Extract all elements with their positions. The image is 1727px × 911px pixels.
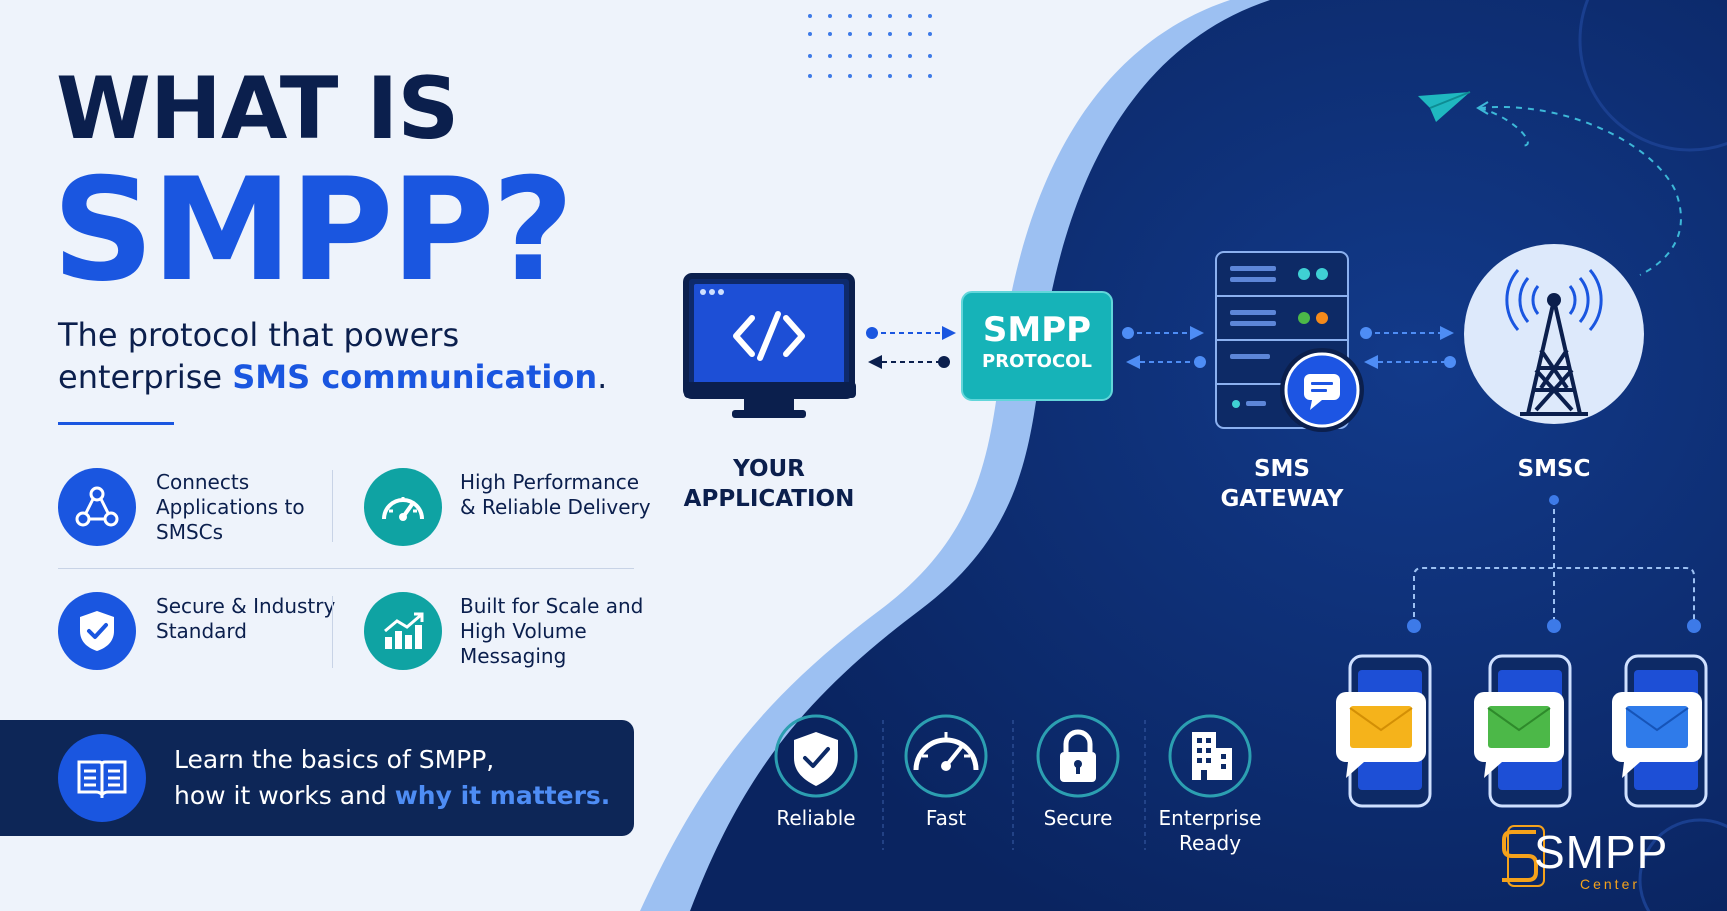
envelope-icon [1487, 706, 1551, 748]
feature-row-divider [58, 568, 634, 569]
banner-line-1: Learn the basics of SMPP, [174, 745, 495, 774]
phone-1 [1336, 654, 1432, 808]
application-label-line-2: APPLICATION [683, 486, 855, 512]
protocol-label-line-2: PROTOCOL [982, 351, 1092, 372]
logo-main: SMPP [1534, 826, 1669, 878]
subtitle-part-2: . [597, 358, 608, 396]
title-line-2: SMPP? [52, 148, 574, 313]
book-icon [58, 734, 146, 822]
bar-chart-icon [364, 592, 442, 670]
phone-2 [1474, 654, 1572, 808]
feature-performance-text: High Performance & Reliable Delivery [460, 470, 651, 519]
benefit-enterprise-icon [1168, 714, 1252, 798]
subtitle-highlight: SMS communication [232, 358, 598, 396]
arrow-protocol-to-gateway [1122, 326, 1206, 369]
server-chat-icon [1215, 251, 1364, 432]
feature-connects-text: Connects Applications to SMSCs [156, 470, 305, 544]
envelope-icon [1349, 706, 1413, 748]
benefit-fast-label: Fast [925, 806, 967, 830]
envelope-icon [1625, 706, 1689, 748]
feature-divider [332, 596, 333, 668]
gateway-label: SMS GATEWAY [1182, 454, 1382, 514]
speedometer-icon [364, 468, 442, 546]
banner-line-2: how it works and why it matters. [174, 778, 624, 814]
smpp-center-logo-icon [1502, 825, 1545, 887]
benefit-reliable-label: Reliable [776, 806, 856, 830]
benefit-fast-icon [904, 714, 988, 798]
benefit-enterprise-label: Enterprise Ready [1158, 806, 1262, 855]
network-icon [58, 468, 136, 546]
benefit-secure-icon [1036, 714, 1120, 798]
feature-divider [332, 470, 333, 542]
application-label: YOUR APPLICATION [664, 454, 874, 514]
gateway-label-line-2: GATEWAY [1220, 486, 1344, 512]
shield-check-icon [58, 592, 136, 670]
application-label-line-1: YOUR [733, 456, 805, 482]
dot-grid [808, 14, 932, 78]
logo-sub: Center [1580, 876, 1641, 892]
laptop-code-icon [683, 273, 856, 418]
feature-secure-text: Secure & Industry Standard [156, 594, 336, 643]
feature-scale-text: Built for Scale and High Volume Messagin… [460, 594, 644, 668]
subtitle: The protocol that powers enterprise SMS … [58, 314, 618, 398]
title-underline [58, 422, 174, 425]
banner-text: Learn the basics of SMPP, how it works a… [174, 742, 624, 814]
arrow-app-to-protocol [866, 326, 956, 369]
arrow-gateway-to-smsc [1360, 326, 1456, 369]
subtitle-part-1: The protocol that powers enterprise [58, 316, 460, 396]
smsc-label: SMSC [1517, 456, 1591, 482]
title-line-1: WHAT IS [56, 59, 459, 159]
paper-plane-icon [1418, 91, 1682, 276]
gateway-label-line-1: SMS [1253, 456, 1311, 482]
antenna-tower-icon [1464, 244, 1644, 424]
protocol-label: SMPP PROTOCOL [962, 310, 1112, 374]
banner-line-2-part-1: how it works and [174, 781, 395, 810]
benefit-reliable-icon [774, 714, 858, 798]
benefit-secure-label: Secure [1043, 806, 1113, 830]
banner-link[interactable]: why it matters. [394, 781, 611, 810]
smsc-distribution-lines [1413, 500, 1695, 626]
smpp-protocol-box [961, 291, 1113, 401]
phone-3 [1612, 654, 1708, 808]
protocol-label-line-1: SMPP [982, 310, 1092, 350]
